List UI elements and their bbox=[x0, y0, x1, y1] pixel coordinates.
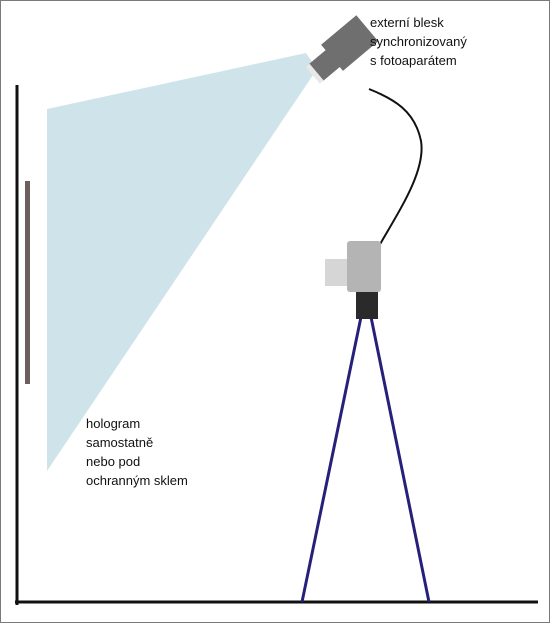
hologram-caption-line-4: ochranným sklem bbox=[86, 473, 188, 488]
sync-cable bbox=[368, 88, 423, 247]
hologram-caption-line-3: nebo pod bbox=[86, 454, 141, 469]
hologram-caption-line-2: samostatně bbox=[86, 435, 154, 450]
hologram-caption: hologram samostatně nebo pod ochranným s… bbox=[86, 414, 188, 490]
flash-caption-line-3: s fotoaparátem bbox=[370, 53, 457, 68]
flash-caption-line-1: externí blesk bbox=[370, 15, 444, 30]
flash-caption-line-2: synchronizovaný bbox=[370, 34, 467, 49]
tripod-leg-right bbox=[369, 316, 431, 603]
tripod-head bbox=[356, 292, 378, 319]
light-beam bbox=[47, 53, 317, 471]
flash-head-face bbox=[305, 63, 324, 84]
flash-body bbox=[321, 15, 379, 71]
tripod-leg-left bbox=[300, 316, 363, 603]
camera-body bbox=[347, 241, 381, 292]
flash-caption: externí blesk synchronizovaný s fotoapar… bbox=[370, 13, 467, 70]
hologram-plate bbox=[25, 181, 30, 384]
camera-lens bbox=[325, 259, 350, 286]
hologram-caption-line-1: hologram bbox=[86, 416, 141, 431]
flash-unit bbox=[305, 15, 379, 84]
